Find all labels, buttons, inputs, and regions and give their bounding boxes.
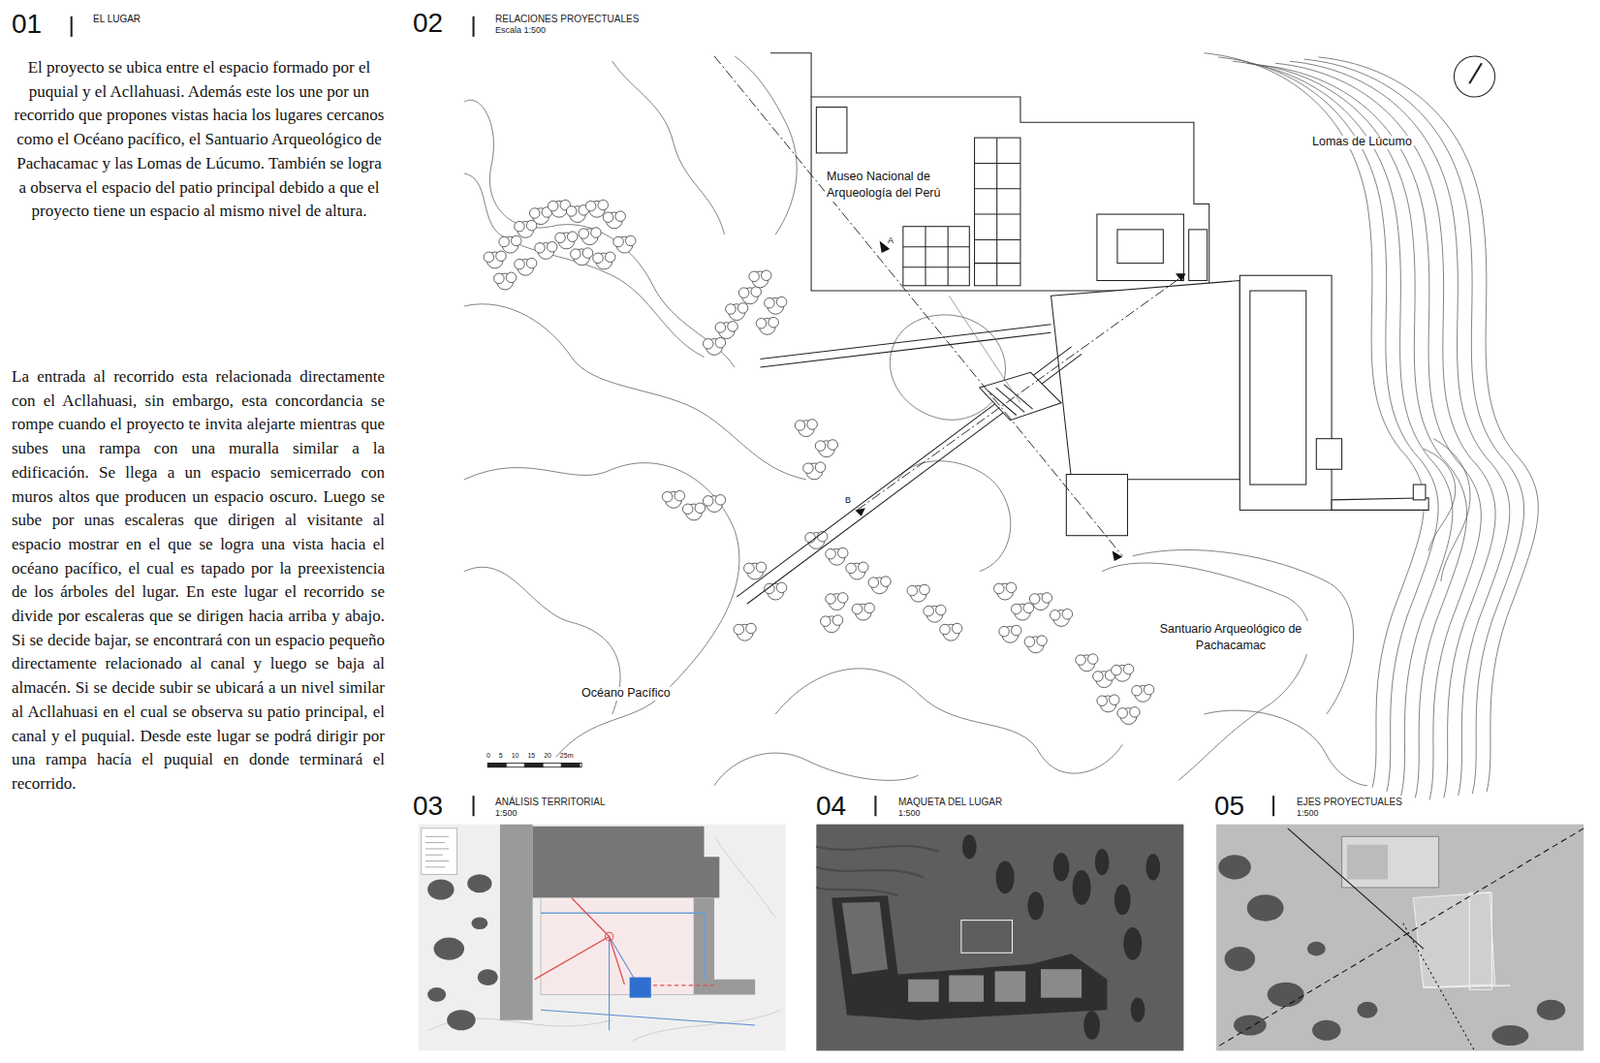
scale-bar-label: 0 5 10 15 20 25m bbox=[486, 752, 574, 760]
section-lines bbox=[714, 56, 1184, 557]
map-label: Santuario Arqueológico de Pachacamac bbox=[1151, 621, 1311, 655]
panel-scale: 1:500 bbox=[898, 809, 921, 818]
scale-bar bbox=[487, 762, 582, 767]
panel-frame: 02 RELACIONES PROYECTUALESEscala 1:500 bbox=[412, 9, 1518, 791]
panel-number: 03 bbox=[412, 792, 443, 820]
panel-number: 05 bbox=[1214, 792, 1245, 820]
body-paragraph: La entrada al recorrido esta relacionada… bbox=[11, 365, 385, 797]
panel-frame: 03 ANÁLISIS TERRITORIAL1:500 bbox=[412, 792, 787, 1057]
section-number: 01 bbox=[11, 9, 42, 40]
map-label: Lomas de Lúcumo bbox=[1310, 135, 1414, 150]
map-label: Museo Nacional de Arqueología del Perú bbox=[824, 168, 974, 202]
map-label: Océano Pacífico bbox=[579, 687, 673, 701]
contour-lines bbox=[464, 53, 1538, 801]
panel-frame: 04 MAQUETA DEL LUGAR1:500 bbox=[815, 792, 1187, 1057]
territorial-analysis-image bbox=[418, 824, 786, 1052]
panel-frame: 05 EJES PROYECTUALES1:500 bbox=[1214, 792, 1585, 1057]
panel-title: RELACIONES PROYECTUALES bbox=[495, 14, 639, 25]
panel-scale: 1:500 bbox=[1296, 809, 1319, 818]
panel-title: ANÁLISIS TERRITORIAL bbox=[495, 797, 606, 808]
section-marker: A bbox=[885, 236, 896, 247]
panel-number: 02 bbox=[412, 9, 443, 37]
north-arrow bbox=[1453, 56, 1495, 97]
site-plan bbox=[736, 53, 1429, 605]
section-marker: B bbox=[843, 496, 853, 506]
panel-scale: 1:500 bbox=[495, 809, 518, 818]
design-axes-aerial bbox=[1216, 824, 1584, 1052]
section-arrows bbox=[854, 240, 1186, 562]
site-model-photo bbox=[815, 824, 1184, 1052]
panel-title: EJES PROYECTUALES bbox=[1296, 797, 1403, 808]
panel-number: 04 bbox=[815, 792, 847, 820]
panel-title: MAQUETA DEL LUGAR bbox=[898, 797, 1003, 808]
body-paragraph: El proyecto se ubica entre el espacio fo… bbox=[13, 56, 385, 224]
panel-scale: Escala 1:500 bbox=[495, 26, 546, 35]
section-title: EL LUGAR bbox=[93, 13, 141, 25]
